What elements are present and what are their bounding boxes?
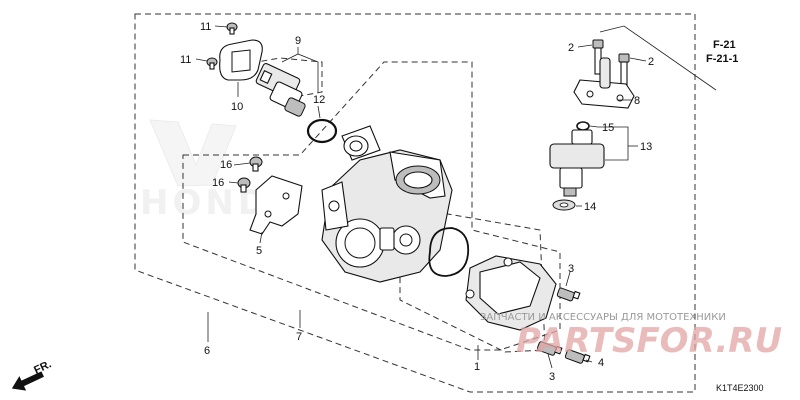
watermark-brand: PARTSFOR.RU — [516, 321, 782, 361]
callout-6: 6 — [204, 345, 210, 357]
callout-5: 5 — [256, 245, 262, 257]
bolt-2-right — [618, 53, 630, 89]
group-boundary-9 — [221, 57, 323, 97]
callout-16-lower: 16 — [212, 177, 224, 189]
sensor-9 — [255, 63, 306, 117]
bolt-3-lower — [536, 341, 563, 356]
washer-14 — [552, 199, 576, 211]
callout-2-right: 2 — [648, 56, 654, 68]
callout-10: 10 — [231, 101, 243, 113]
ref-leader-f21 — [599, 25, 717, 91]
callout-1: 1 — [474, 361, 480, 373]
front-label: FR. — [32, 358, 53, 376]
callout-3-upper: 3 — [568, 263, 574, 275]
throttle-body-7 — [321, 125, 453, 283]
bolt-3-right — [556, 287, 581, 302]
bolt-11-lower — [206, 57, 218, 70]
assembly-boundary-6 — [134, 13, 696, 393]
callout-16-upper: 16 — [220, 159, 232, 171]
bolt-11-upper — [226, 22, 238, 35]
injector-holder-8 — [573, 57, 635, 109]
callout-11-upper: 11 — [200, 21, 211, 33]
diagram-code: K1T4E2300 — [716, 383, 764, 393]
callout-4: 4 — [598, 357, 604, 369]
callout-2-left: 2 — [568, 42, 574, 54]
cover-1 — [465, 255, 557, 331]
callout-14: 14 — [584, 201, 596, 213]
callout-11-lower: 11 — [180, 54, 191, 66]
bolt-16-upper — [249, 156, 263, 172]
callout-3-lower: 3 — [549, 371, 555, 383]
o-ring-12 — [306, 118, 338, 144]
ref-label-f21: F-21 — [713, 39, 736, 51]
ref-label-f21-1: F-21-1 — [706, 53, 738, 65]
assembly-boundary-7 — [182, 61, 561, 351]
callout-13: 13 — [640, 141, 652, 153]
gasket-10 — [219, 39, 263, 81]
bolt-16-lower — [237, 177, 251, 193]
callout-7: 7 — [296, 331, 302, 343]
injector-13 — [549, 129, 605, 197]
callout-9: 9 — [295, 35, 301, 47]
screw-4 — [564, 349, 591, 364]
callout-15: 15 — [602, 122, 614, 134]
callout-8: 8 — [634, 95, 640, 107]
seal-15 — [576, 121, 590, 131]
bracket-5 — [249, 175, 303, 235]
throttle-gasket — [428, 227, 470, 277]
front-arrow-icon — [11, 371, 44, 391]
leader-lines — [195, 25, 647, 369]
watermark-caption: ЗАПЧАСТИ И АКСЕССУАРЫ ДЛЯ МОТОТЕХНИКИ — [480, 312, 726, 323]
callout-12: 12 — [313, 94, 325, 106]
